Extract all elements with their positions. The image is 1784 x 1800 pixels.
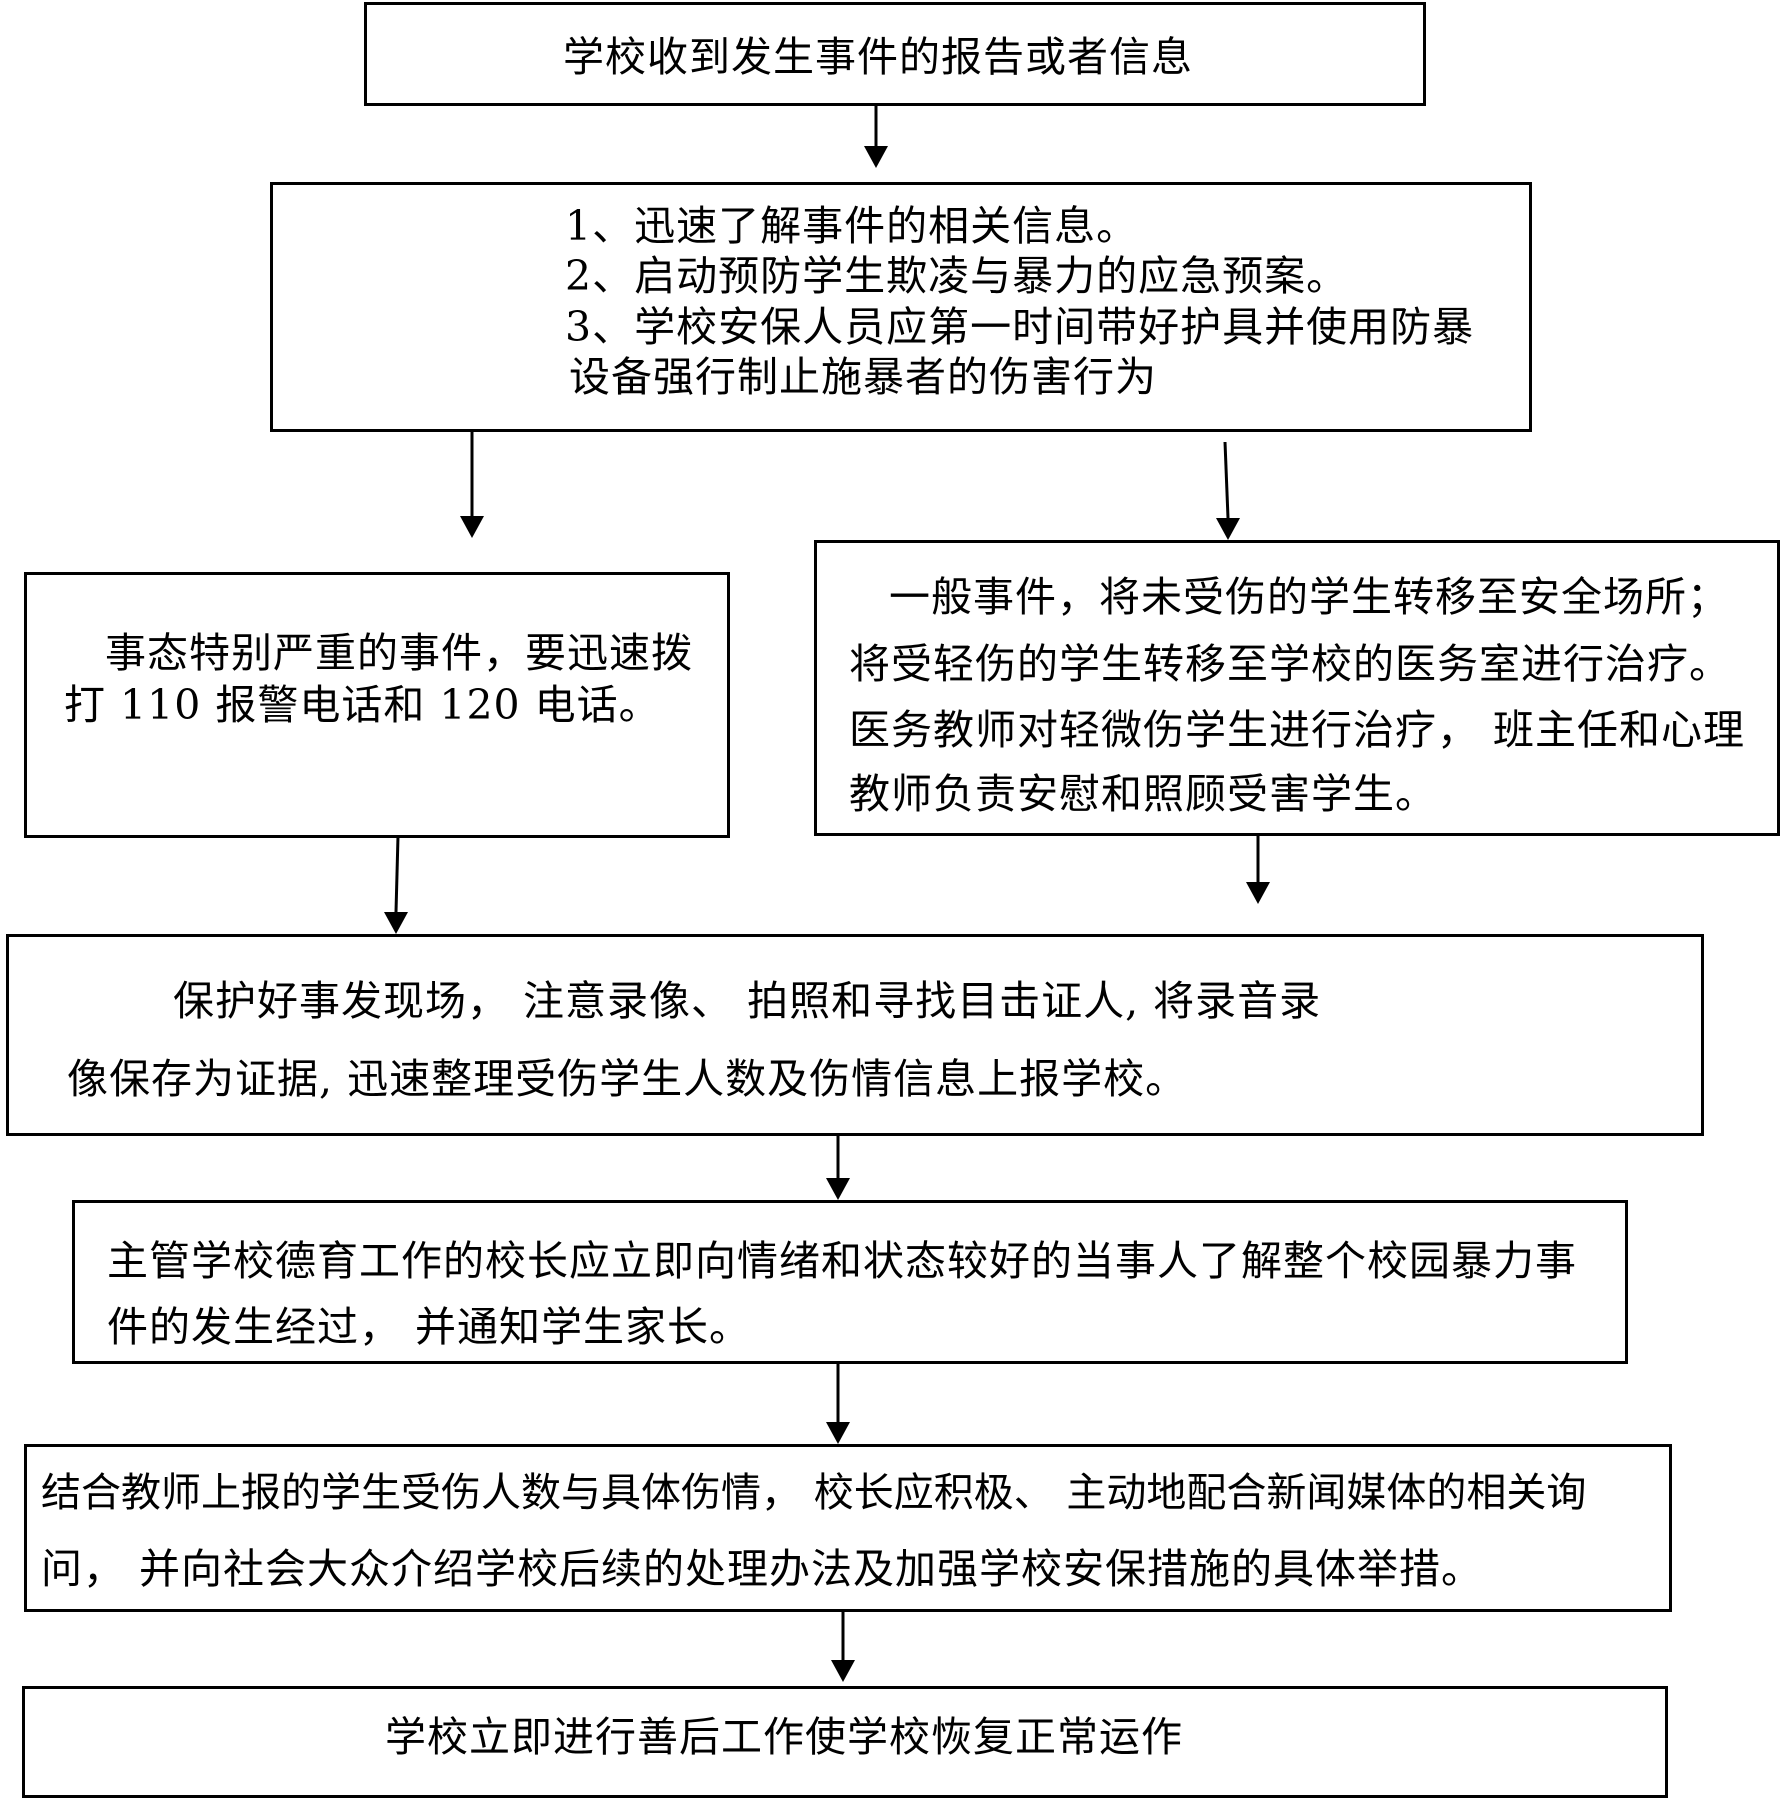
arrow-step4-to-step5 <box>826 1364 850 1444</box>
arrow-step5-to-step6 <box>831 1612 855 1682</box>
general-event-line-1: 一般事件，将未受伤的学生转移至安全场所； <box>889 573 1729 621</box>
step3-line-1: 保护好事发现场， 注意录像、 拍照和寻找目击证人, 将录音录 <box>173 977 1322 1025</box>
arrow-general-to-step3 <box>1246 836 1270 904</box>
general-event-box: 一般事件，将未受伤的学生转移至安全场所； 将受轻伤的学生转移至学校的医务室进行治… <box>814 540 1780 836</box>
step6-box: 学校立即进行善后工作使学校恢复正常运作 <box>22 1686 1668 1798</box>
step1-box: 学校收到发生事件的报告或者信息 <box>364 2 1426 106</box>
step2-line-1: 1、迅速了解事件的相关信息。 <box>565 202 1139 250</box>
step2-line-2: 2、启动预防学生欺凌与暴力的应急预案。 <box>565 252 1349 300</box>
general-event-line-2: 将受轻伤的学生转移至学校的医务室进行治疗。 <box>849 640 1731 688</box>
arrow-step3-to-step4 <box>826 1136 850 1200</box>
step4-line-1: 主管学校德育工作的校长应立即向情绪和状态较好的当事人了解整个校园暴力事 <box>107 1237 1577 1285</box>
step2-box: 1、迅速了解事件的相关信息。 2、启动预防学生欺凌与暴力的应急预案。 3、学校安… <box>270 182 1532 432</box>
step4-box: 主管学校德育工作的校长应立即向情绪和状态较好的当事人了解整个校园暴力事 件的发生… <box>72 1200 1628 1364</box>
general-event-line-3: 医务教师对轻微伤学生进行治疗， 班主任和心理 <box>849 706 1746 754</box>
step5-line-2: 问， 并向社会大众介绍学校后续的处理办法及加强学校安保措施的具体举措。 <box>41 1545 1484 1593</box>
arrow-step2-to-severe <box>460 432 484 538</box>
general-event-line-4: 教师负责安慰和照顾受害学生。 <box>849 770 1437 818</box>
step3-box: 保护好事发现场， 注意录像、 拍照和寻找目击证人, 将录音录 像保存为证据, 迅… <box>6 934 1704 1136</box>
step2-line-3: 3、学校安保人员应第一时间带好护具并使用防暴 <box>565 303 1475 351</box>
step5-box: 结合教师上报的学生受伤人数与具体伤情， 校长应积极、 主动地配合新闻媒体的相关询… <box>24 1444 1672 1612</box>
step2-line-4: 设备强行制止施暴者的伤害行为 <box>569 353 1157 401</box>
arrow-step1-to-step2 <box>864 104 888 168</box>
step1-text: 学校收到发生事件的报告或者信息 <box>563 33 1193 81</box>
step4-line-2: 件的发生经过， 并通知学生家长。 <box>107 1303 752 1351</box>
severe-event-line-2: 打 110 报警电话和 120 电话。 <box>64 681 661 729</box>
step6-text: 学校立即进行善后工作使学校恢复正常运作 <box>385 1713 1183 1761</box>
step3-line-2: 像保存为证据, 迅速整理受伤学生人数及伤情信息上报学校。 <box>67 1055 1188 1103</box>
arrow-step2-to-general <box>1216 441 1240 540</box>
severe-event-line-1: 事态特别严重的事件，要迅速拨 <box>105 629 693 677</box>
severe-event-box: 事态特别严重的事件，要迅速拨 打 110 报警电话和 120 电话。 <box>24 572 730 838</box>
arrow-severe-to-step3 <box>384 835 408 934</box>
step5-line-1: 结合教师上报的学生受伤人数与具体伤情， 校长应积极、 主动地配合新闻媒体的相关询 <box>41 1470 1587 1516</box>
